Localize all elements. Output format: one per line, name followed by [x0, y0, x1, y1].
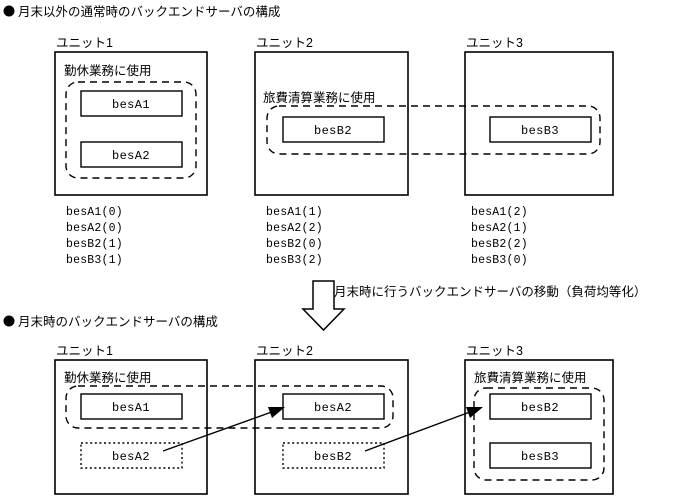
bottom-unit-1-server-besA2-moving [80, 442, 183, 469]
top-unit-2-group-label: 旅費清算業務に使用 [263, 90, 376, 105]
status-line: besA1(0) [66, 206, 123, 219]
bottom-unit-1-box [54, 359, 208, 495]
bottom-section-heading: 月末時のバックエンドサーバの構成 [18, 315, 218, 329]
top-unit-2-status-list: besA1(1) besA2(2) besB2(0) besB3(2) [266, 206, 323, 267]
top-unit-2-server-besB2-label: besB2 [314, 124, 352, 138]
bottom-unit-2-server-besA2 [282, 393, 385, 420]
bottom-unit-3-label: ユニット3 [466, 344, 523, 358]
bullet-icon-top [3, 5, 15, 17]
top-unit-1-server-besA2-label: besA2 [112, 149, 150, 163]
arrowhead-icon [268, 407, 285, 418]
top-unit-2-server-besB2 [282, 116, 385, 143]
arrowhead-icon [466, 407, 483, 418]
top-unit-1-group-label: 勤休業務に使用 [64, 63, 152, 78]
bottom-section: 月末時のバックエンドサーバの構成 ユニット1 勤休業務に使用 besA1 bes… [3, 315, 614, 495]
status-line: besA1(2) [471, 206, 528, 219]
transition-section: 月末時に行うバックエンドサーバの移動（負荷均等化） [301, 280, 646, 332]
down-arrow-icon [301, 280, 346, 332]
bottom-unit-2-server-besB2-moving [282, 442, 385, 469]
bottom-unit-2-server-besA2-label: besA2 [314, 401, 352, 415]
bottom-unit-2-label: ユニット2 [256, 344, 313, 358]
top-unit-3-server-besB3 [489, 116, 592, 143]
top-shared-group-outline [266, 105, 601, 155]
top-unit-3-server-besB3-label: besB3 [521, 124, 559, 138]
status-line: besB3(0) [471, 254, 528, 267]
top-unit-1-server-besA1 [80, 90, 183, 117]
top-unit-1: ユニット1 勤休業務に使用 besA1 besA2 [54, 36, 208, 196]
status-line: besA2(2) [266, 222, 323, 235]
bottom-unit-3-box [464, 359, 614, 495]
bottom-unit-3-server-besB2 [489, 393, 592, 420]
status-line: besA2(1) [471, 222, 528, 235]
bottom-unit-1-group-label: 勤休業務に使用 [64, 370, 152, 385]
status-line: besA2(0) [66, 222, 123, 235]
bottom-unit-1-server-besA1-label: besA1 [112, 401, 150, 415]
top-unit-1-group-outline [65, 81, 197, 179]
bottom-unit-3-server-besB3 [489, 442, 592, 469]
bottom-unit-3-group-outline [473, 387, 605, 481]
top-unit-3-status-list: besA1(2) besA2(1) besB2(2) besB3(0) [471, 206, 528, 267]
bottom-unit-1-server-besA1 [80, 393, 183, 420]
top-unit-1-server-besA2 [80, 141, 183, 168]
status-line: besB3(2) [266, 254, 323, 267]
status-line: besB2(2) [471, 238, 528, 251]
bottom-unit-3-server-besB3-label: besB3 [521, 450, 559, 464]
bottom-unit-2: ユニット2 besA2 besB2 [254, 344, 409, 495]
top-unit-2-label: ユニット2 [256, 36, 313, 50]
bottom-unit-2-server-besB2-moving-label: besB2 [314, 450, 352, 464]
bottom-unit-1-label: ユニット1 [56, 344, 113, 358]
transition-caption: 月末時に行うバックエンドサーバの移動（負荷均等化） [334, 284, 646, 299]
bottom-unit-1-server-besA2-moving-label: besA2 [112, 450, 150, 464]
top-unit-2-box [254, 51, 409, 196]
top-section: 月末以外の通常時のバックエンドサーバの構成 ユニット1 勤休業務に使用 besA… [3, 5, 614, 267]
migration-arrow-unit2-to-unit3 [364, 407, 483, 452]
top-unit-3: ユニット3 besB3 [464, 36, 614, 196]
status-line: besB2(0) [266, 238, 323, 251]
status-line: besB3(1) [66, 254, 123, 267]
bottom-unit-3-server-besB2-label: besB2 [521, 401, 559, 415]
bottom-unit-2-box [254, 359, 409, 495]
top-unit-3-box [464, 51, 614, 196]
bullet-icon-bottom [3, 315, 15, 327]
top-unit-1-label: ユニット1 [56, 36, 113, 50]
status-line: besB2(1) [66, 238, 123, 251]
migration-arrow-unit1-to-unit2 [162, 407, 285, 452]
top-section-heading: 月末以外の通常時のバックエンドサーバの構成 [18, 5, 280, 19]
bottom-shared-group-outline [65, 385, 394, 429]
top-unit-1-status-list: besA1(0) besA2(0) besB2(1) besB3(1) [66, 206, 123, 267]
bottom-unit-3: ユニット3 旅費清算業務に使用 besB2 besB3 [464, 344, 614, 495]
top-unit-1-box [54, 51, 208, 196]
bottom-unit-3-group-label: 旅費清算業務に使用 [474, 370, 587, 385]
top-unit-1-server-besA1-label: besA1 [112, 98, 150, 112]
status-line: besA1(1) [266, 206, 323, 219]
bottom-unit-1: ユニット1 勤休業務に使用 besA1 besA2 [54, 344, 208, 495]
top-unit-2: ユニット2 旅費清算業務に使用 besB2 [254, 36, 409, 196]
top-unit-3-label: ユニット3 [466, 36, 523, 50]
